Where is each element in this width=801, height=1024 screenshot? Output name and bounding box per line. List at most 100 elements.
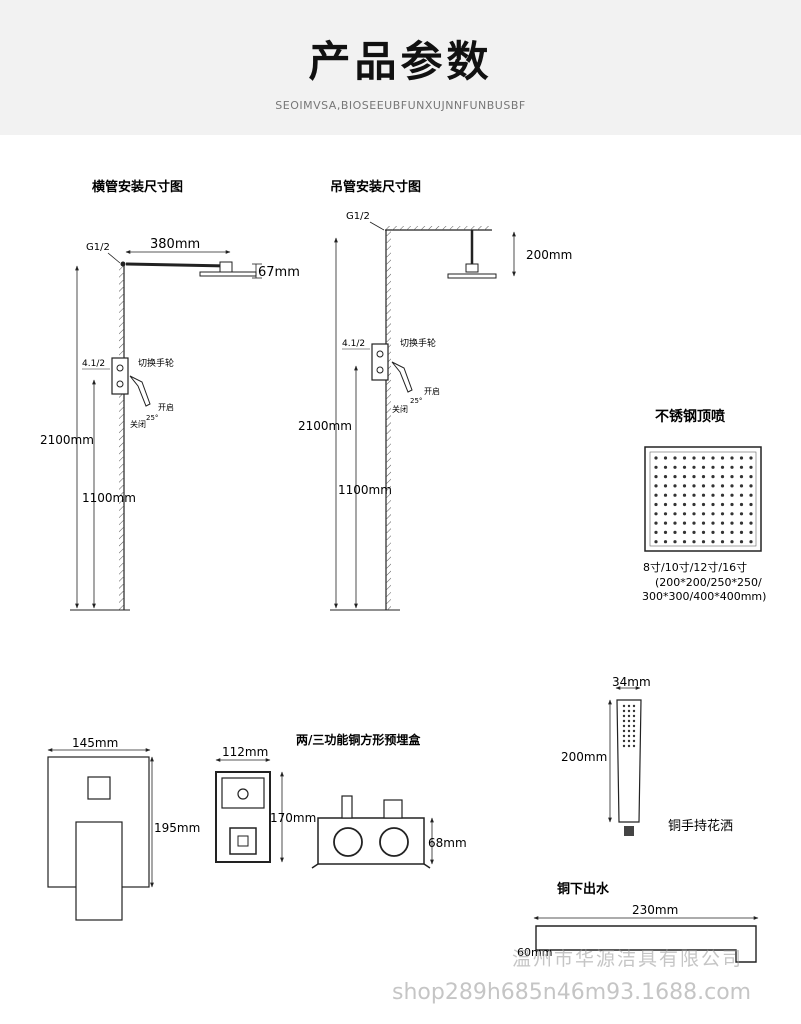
hand-nozzle-dot — [627, 734, 631, 738]
nozzle-dot — [720, 456, 725, 460]
nozzle-dot — [701, 456, 706, 460]
nozzle-dot — [673, 521, 677, 525]
nozzle-dot — [711, 512, 715, 516]
nozzle-dot — [673, 465, 677, 469]
nozzle-dot — [720, 493, 725, 497]
hand-nozzle-dot — [622, 704, 626, 708]
ceiling-close-label: 关闭 — [392, 404, 408, 414]
nozzle-dot — [739, 493, 744, 497]
nozzle-dot — [673, 493, 677, 497]
nozzle-dot — [673, 456, 677, 460]
horizontal-valve-thread: 4.1/2 — [82, 359, 105, 369]
nozzle-dot — [749, 512, 753, 516]
nozzle-dot — [711, 475, 715, 479]
nozzle-dot — [739, 465, 744, 469]
box-width: 112mm — [222, 745, 268, 759]
ceiling-thread-label: G1/2 — [346, 211, 370, 222]
nozzle-dot — [720, 465, 725, 469]
horizontal-thread-label: G1/2 — [86, 242, 110, 253]
ceiling-valve-thread: 4.1/2 — [342, 339, 365, 349]
hand-nozzle-dot — [627, 729, 631, 733]
nozzle-dot — [654, 512, 658, 516]
faceplate-height: 195mm — [154, 821, 200, 835]
nozzle-dot — [673, 512, 677, 516]
hand-nozzle-dot — [622, 709, 626, 713]
nozzle-dot — [692, 484, 696, 488]
shower-arm — [125, 262, 229, 268]
hand-nozzle-dot — [632, 739, 636, 743]
hand-nozzle-dot — [632, 714, 636, 718]
ceiling-install-diagram: 吊管安装尺寸图 G1/2 200mm 4.1/2 切换手轮 开启 25° 关闭 … — [298, 179, 572, 611]
nozzle-dot — [739, 512, 744, 516]
faceplate-lever — [75, 821, 123, 921]
hand-nozzle-dot — [622, 729, 626, 733]
nozzle-dot — [720, 512, 725, 516]
drop-length-label: 200mm — [526, 248, 572, 262]
ceiling-angle-label: 25° — [410, 397, 422, 405]
box-height: 170mm — [270, 811, 316, 825]
nozzle-dot — [682, 456, 687, 460]
nozzle-dot — [701, 521, 706, 525]
head-drop-label: 67mm — [258, 265, 300, 280]
horizontal-install-diagram: 横管安装尺寸图 G1/2 380mm 67mm 4.1/2 切换手轮 开启 25… — [40, 179, 300, 611]
watermark-shop: shop289h685n46m93.1688.com — [392, 980, 752, 1005]
nozzle-dot — [692, 493, 696, 497]
nozzle-dot — [663, 456, 668, 460]
nozzle-dot — [730, 475, 734, 479]
hand-nozzle-dot — [632, 719, 636, 723]
nozzle-dot — [654, 530, 658, 535]
spout-length: 230mm — [632, 903, 678, 917]
nozzle-dot — [730, 456, 734, 460]
nozzle-dot — [701, 530, 706, 535]
nozzle-dot — [749, 530, 753, 535]
nozzle-dot — [730, 484, 734, 488]
switch-wheel-label: 切换手轮 — [138, 357, 174, 369]
nozzle-dot — [663, 475, 668, 479]
spout-body — [535, 925, 757, 963]
nozzle-dot — [701, 475, 706, 479]
nozzle-dot — [673, 502, 677, 507]
hand-shower-body — [616, 699, 642, 823]
wall-hatch — [119, 264, 124, 610]
nozzle-dot — [682, 465, 687, 469]
nozzle-dot — [654, 475, 658, 479]
stainless-shower-head: 不锈钢顶喷 8寸/10寸/12寸/16寸 (200*200/250*250/ 3… — [642, 408, 766, 603]
nozzle-dot — [739, 530, 744, 535]
nozzle-dot — [663, 540, 668, 544]
box-front — [215, 771, 271, 863]
nozzle-dot — [654, 540, 658, 544]
nozzle-dot — [739, 484, 744, 488]
nozzle-dot — [749, 456, 753, 460]
hand-nozzle-dot — [632, 709, 636, 713]
nozzle-dot — [730, 493, 734, 497]
nozzle-dot — [749, 484, 753, 488]
shower-head-dims-2: 300*300/400*400mm) — [642, 590, 766, 603]
nozzle-dot — [730, 540, 734, 544]
ceiling-valve-height: 1100mm — [338, 483, 392, 497]
nozzle-dot — [749, 540, 753, 544]
nozzle-dot — [711, 484, 715, 488]
spout-drawing: 铜下出水 230mm 60mm — [517, 881, 759, 963]
nozzle-dot — [673, 484, 677, 488]
nozzle-dot — [701, 484, 706, 488]
nozzle-dot — [711, 502, 715, 507]
hand-nozzle-dot — [627, 709, 631, 713]
hand-nozzle-dot — [632, 744, 636, 748]
faceplate-width: 145mm — [72, 736, 118, 750]
nozzle-dot — [654, 456, 658, 460]
nozzle-dot — [682, 484, 687, 488]
nozzle-dot — [749, 475, 753, 479]
hand-shower-width: 34mm — [612, 675, 651, 689]
nozzle-dot — [654, 521, 658, 525]
nozzle-dot — [663, 530, 668, 535]
hand-nozzle-dot — [627, 744, 631, 748]
angle-label: 25° — [146, 414, 158, 422]
nozzle-dot — [654, 484, 658, 488]
hand-nozzle-dot — [627, 714, 631, 718]
nozzle-dot — [749, 465, 753, 469]
shower-head-dims-1: (200*200/250*250/ — [655, 576, 762, 589]
nozzle-dot — [739, 521, 744, 525]
hand-shower-length: 200mm — [561, 750, 607, 764]
hand-nozzle-dot — [622, 744, 626, 748]
hand-nozzle-dot — [627, 704, 631, 708]
